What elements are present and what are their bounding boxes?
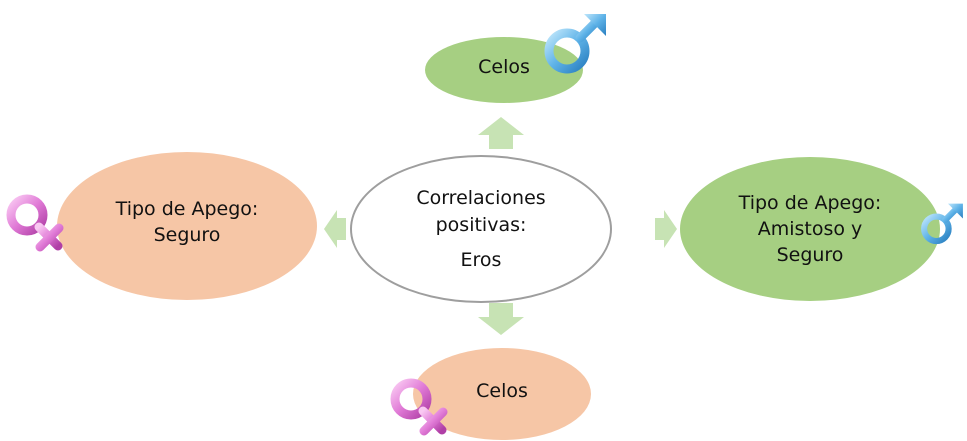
arrow-left-icon xyxy=(324,210,346,248)
bottom-node-label: Celos xyxy=(476,380,528,402)
right-line-2: Amistoso y xyxy=(757,218,863,240)
male-symbol-icon xyxy=(921,203,963,245)
right-line-3: Seguro xyxy=(776,244,844,266)
center-line-2: positivas: xyxy=(435,213,527,236)
male-symbol-icon xyxy=(544,14,606,74)
top-node-label: Celos xyxy=(478,56,530,78)
center-line-1: Correlaciones xyxy=(416,186,546,209)
center-node: Correlaciones positivas: Eros xyxy=(350,155,612,303)
female-symbol-icon xyxy=(390,378,448,436)
left-line-2: Seguro xyxy=(153,224,221,246)
female-symbol-icon xyxy=(6,194,64,252)
left-node: Tipo de Apego: Seguro xyxy=(57,152,317,300)
arrow-right-icon xyxy=(655,210,677,248)
arrow-down-icon xyxy=(478,303,524,335)
right-node: Tipo de Apego: Amistoso y Seguro xyxy=(680,157,940,301)
arrow-up-icon xyxy=(478,117,524,149)
right-line-1: Tipo de Apego: xyxy=(738,192,882,214)
left-line-1: Tipo de Apego: xyxy=(115,198,259,220)
center-line-3: Eros xyxy=(460,248,502,271)
